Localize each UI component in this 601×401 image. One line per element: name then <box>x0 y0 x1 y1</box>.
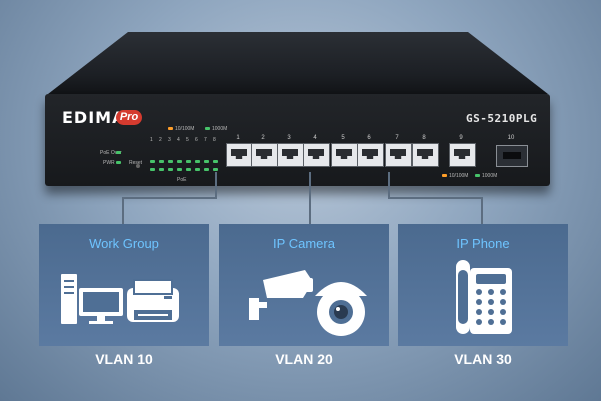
port-number: 2 <box>261 135 265 141</box>
connector-1-horizontal <box>122 197 217 199</box>
rj45-port[interactable] <box>226 143 253 167</box>
rj45-port[interactable] <box>277 143 304 167</box>
label-reset: Reset <box>129 160 143 166</box>
rj45-port[interactable] <box>251 143 278 167</box>
led-port-number: 1 <box>150 137 153 143</box>
connector-3-horizontal <box>388 197 482 199</box>
port-status-led <box>213 160 218 163</box>
sfp-port[interactable] <box>496 145 528 167</box>
poe-over-led <box>116 151 121 154</box>
connector-1-vertical-bottom <box>122 197 124 224</box>
panel-title: Work Group <box>89 236 159 251</box>
connector-1-vertical-top <box>215 172 217 198</box>
led-port-number: 5 <box>186 137 189 143</box>
rj45-port[interactable] <box>412 143 439 167</box>
vlan-10-label: VLAN 10 <box>95 351 153 367</box>
port-status-led <box>177 160 182 163</box>
port-number: 1 <box>236 135 240 141</box>
port-status-led <box>204 160 209 163</box>
model-name: GS-5210PLG <box>466 112 538 125</box>
port-status-led <box>150 160 155 163</box>
panel-title: IP Camera <box>273 236 335 251</box>
led-port-number: 4 <box>177 137 180 143</box>
port-number: 9 <box>459 135 463 141</box>
led-port-number: 8 <box>213 137 216 143</box>
bottom-legend-amber <box>442 174 447 177</box>
panel-ip-phone: IP Phone <box>398 224 568 346</box>
port-status-led <box>150 168 155 171</box>
port-status-led <box>186 160 191 163</box>
port-status-led <box>168 160 173 163</box>
pwr-led <box>116 161 121 164</box>
port-number: 5 <box>341 135 345 141</box>
bottom-legend-10-100m: 10/100M <box>449 173 469 179</box>
port-number: 3 <box>287 135 291 141</box>
port-status-led <box>168 168 173 171</box>
switch-front-panel <box>45 94 550 186</box>
vlan-20-label: VLAN 20 <box>275 351 333 367</box>
port-number: 4 <box>313 135 317 141</box>
ip-camera-icon <box>249 270 367 336</box>
rj45-port[interactable] <box>357 143 384 167</box>
label-pwr: PWR <box>103 160 115 166</box>
panel-title: IP Phone <box>456 236 510 251</box>
reset-button[interactable] <box>136 164 140 168</box>
led-port-number: 6 <box>195 137 198 143</box>
switch-top <box>48 32 548 94</box>
panel-work-group: Work Group <box>39 224 209 346</box>
bottom-legend-1000m: 1000M <box>482 173 498 179</box>
panel-ip-camera: IP Camera <box>219 224 389 346</box>
bottom-legend-green <box>475 174 480 177</box>
port-status-led <box>204 168 209 171</box>
port-status-led <box>195 160 200 163</box>
connector-3-vertical-top <box>388 172 390 198</box>
port-status-led <box>159 168 164 171</box>
connector-2-vertical <box>309 172 311 224</box>
port-number: 6 <box>367 135 371 141</box>
rj45-port[interactable] <box>331 143 358 167</box>
connector-3-vertical-bottom <box>481 197 483 224</box>
led-port-number: 7 <box>204 137 207 143</box>
brand-pro-badge: Pro <box>116 110 142 125</box>
port-number: 7 <box>395 135 399 141</box>
legend-led-green <box>205 127 210 130</box>
led-port-number: 2 <box>159 137 162 143</box>
ip-phone-icon <box>456 260 512 334</box>
vlan-30-label: VLAN 30 <box>454 351 512 367</box>
label-poe: PoE <box>177 177 187 183</box>
port-status-led <box>159 160 164 163</box>
legend-led-amber <box>168 127 173 130</box>
port-status-led <box>195 168 200 171</box>
port-status-led <box>177 168 182 171</box>
port-status-led <box>213 168 218 171</box>
rj45-port[interactable] <box>449 143 476 167</box>
computer-printer-icon <box>61 274 179 324</box>
rj45-port[interactable] <box>303 143 330 167</box>
rj45-port[interactable] <box>385 143 412 167</box>
port-number: 8 <box>422 135 426 141</box>
led-port-number: 3 <box>168 137 171 143</box>
legend-10-100m: 10/100M <box>175 126 195 132</box>
sfp-port-number: 10 <box>507 135 515 141</box>
legend-1000m: 1000M <box>212 126 228 132</box>
port-status-led <box>186 168 191 171</box>
label-poe-over: PoE Over <box>100 150 122 156</box>
